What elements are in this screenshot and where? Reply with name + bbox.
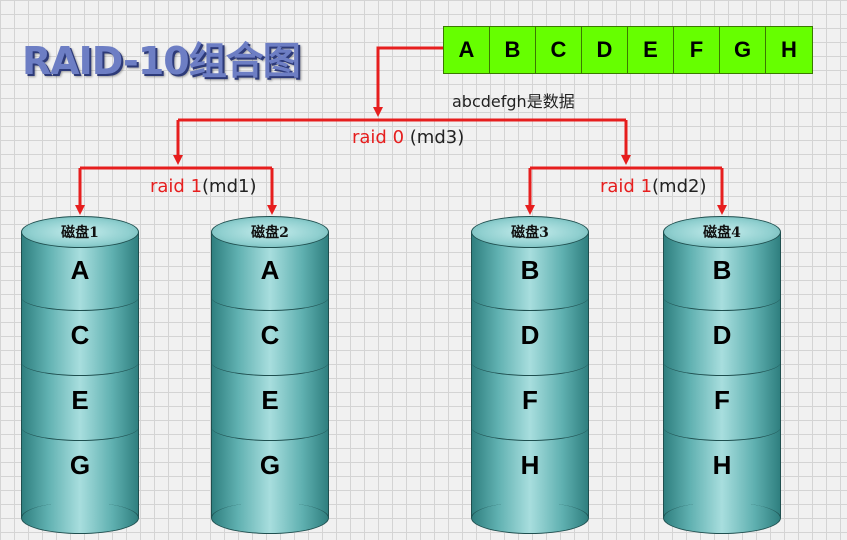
disk-block-label: F	[522, 385, 538, 415]
disk-block: F	[471, 362, 589, 427]
disk-block: F	[663, 362, 781, 427]
data-block: A	[444, 27, 490, 73]
disk-1: 磁盘1 A C E G	[21, 216, 139, 534]
diagram-title: RAID-10组合图	[22, 39, 301, 83]
disk-block: E	[211, 362, 329, 427]
disk-block: A	[212, 232, 328, 297]
raid0-label: raid 0 (md3)	[352, 127, 464, 148]
disk-label: 磁盘2	[211, 216, 329, 248]
data-block: F	[674, 27, 720, 73]
data-block: C	[536, 27, 582, 73]
data-block: E	[628, 27, 674, 73]
disk-block-label: E	[261, 385, 279, 415]
disk-block-label: B	[712, 255, 732, 285]
disk-block: H	[471, 427, 589, 492]
disk-label: 磁盘4	[663, 216, 781, 248]
disk-block: D	[663, 297, 781, 362]
disk-block: B	[472, 232, 588, 297]
raid1-left-device: (md1)	[202, 176, 257, 197]
disk-block: G	[21, 427, 139, 492]
disk-block: G	[211, 427, 329, 492]
data-block: G	[720, 27, 766, 73]
raid0-level: raid 0	[352, 127, 405, 148]
disk-block: C	[211, 297, 329, 362]
disk-block-label: G	[69, 450, 91, 480]
disk-block: H	[663, 427, 781, 492]
disk-2: 磁盘2 A C E G	[211, 216, 329, 534]
disk-block-label: G	[259, 450, 281, 480]
data-block: H	[766, 27, 812, 73]
disk-block: D	[471, 297, 589, 362]
raid1-right-level: raid 1	[600, 176, 653, 197]
disk-block-label: F	[714, 385, 730, 415]
disk-block-label: D	[712, 320, 732, 350]
data-blocks-row: A B C D E F G H	[443, 26, 813, 74]
disk-block-label: D	[520, 320, 540, 350]
disk-block: C	[21, 297, 139, 362]
disk-block-label: H	[712, 450, 732, 480]
data-block: D	[582, 27, 628, 73]
data-block: B	[490, 27, 536, 73]
disk-label: 磁盘3	[471, 216, 589, 248]
disk-4: 磁盘4 B D F H	[663, 216, 781, 534]
disk-label: 磁盘1	[21, 216, 139, 248]
raid1-left-level: raid 1	[150, 176, 203, 197]
disk-block-label: B	[520, 255, 540, 285]
raid1-left-label: raid 1(md1)	[150, 176, 257, 197]
arrow-data-to-raid0	[373, 46, 443, 117]
raid1-right-device: (md2)	[652, 176, 707, 197]
data-caption: abcdefgh是数据	[452, 92, 575, 111]
disk-block-label: E	[71, 385, 89, 415]
disk-block-label: C	[260, 320, 280, 350]
disk-block-label: A	[260, 255, 280, 285]
disk-block: B	[664, 232, 780, 297]
disk-block: A	[22, 232, 138, 297]
disk-block-label: H	[520, 450, 540, 480]
disk-block: E	[21, 362, 139, 427]
disk-3: 磁盘3 B D F H	[471, 216, 589, 534]
raid0-device: (md3)	[409, 127, 465, 148]
disk-block-label: C	[70, 320, 90, 350]
disk-block-label: A	[70, 255, 90, 285]
raid1-right-label: raid 1(md2)	[600, 176, 707, 197]
